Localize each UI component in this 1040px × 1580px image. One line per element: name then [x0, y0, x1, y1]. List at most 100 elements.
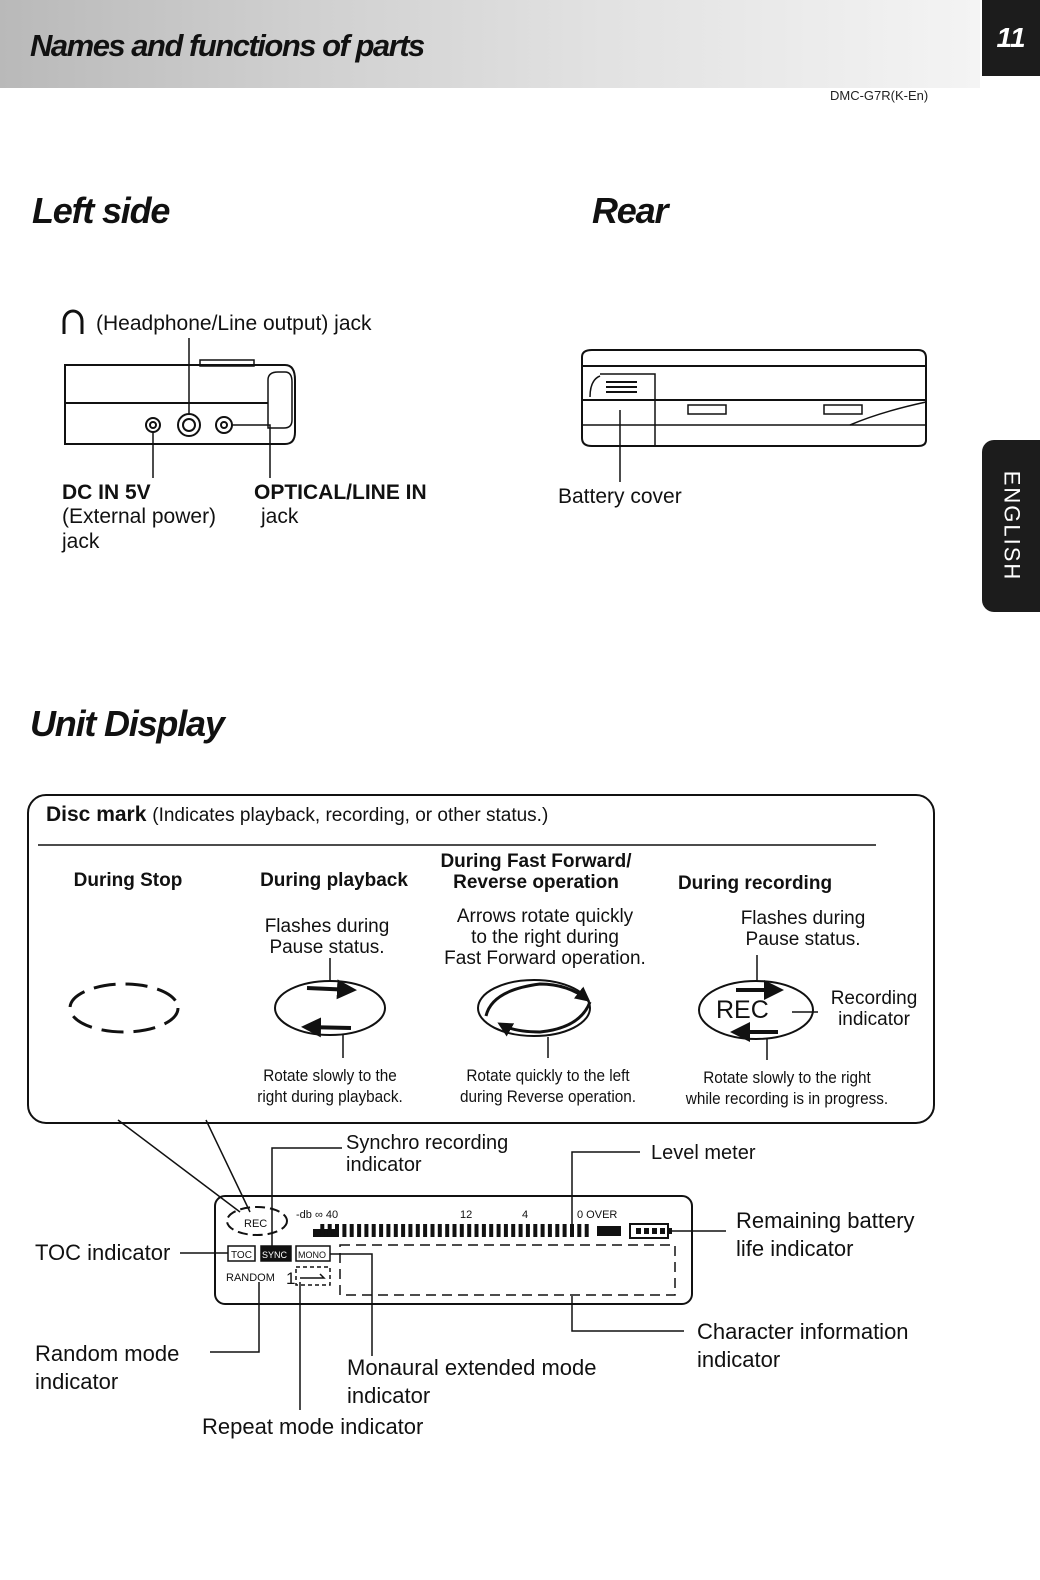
monaural-mode-label: Monaural extended mode indicator: [347, 1355, 597, 1408]
level-meter-segment: [437, 1224, 442, 1237]
level-meter-bars: [313, 1224, 621, 1237]
level-meter-segment: [511, 1224, 516, 1237]
level-meter-segment: [481, 1224, 486, 1237]
lcd-disc-mark: [226, 1206, 288, 1236]
synchro-label: Synchro recording indicator: [346, 1132, 509, 1176]
level-meter-segment: [584, 1224, 589, 1237]
level-meter-segment: [570, 1224, 574, 1237]
level-meter-segment: [459, 1224, 464, 1237]
lcd-over: 0 OVER: [577, 1209, 617, 1221]
level-meter-segment: [386, 1224, 391, 1237]
level-meter-segment: [423, 1224, 428, 1237]
level-meter-segment: [320, 1224, 325, 1237]
col-stop-heading: During Stop: [73, 870, 183, 891]
left-side-title: Left side: [32, 190, 170, 231]
page-number: 11: [982, 0, 1040, 76]
col-recording-caption: Rotate slowly to the right while recordi…: [685, 1068, 889, 1108]
lcd-tick-4: 4: [522, 1209, 528, 1221]
level-meter-segment: [562, 1224, 567, 1237]
recording-indicator-label: Recording indicator: [830, 988, 918, 1030]
disc-mark-panel: [27, 794, 935, 1124]
level-meter-segment: [349, 1224, 354, 1237]
level-meter-segment: [452, 1224, 457, 1237]
level-meter-segment: [335, 1224, 339, 1237]
lcd-frame: [214, 1195, 693, 1305]
level-meter-over-segment: [597, 1226, 621, 1236]
level-meter-segment: [313, 1229, 337, 1237]
unit-display-title: Unit Display: [30, 703, 225, 744]
level-meter-segment: [533, 1224, 538, 1237]
lcd-random: RANDOM: [226, 1272, 275, 1284]
disc-mark-stop: [68, 982, 180, 1034]
repeat-icon: [300, 1273, 326, 1279]
disc-mark-recording: [698, 980, 818, 1042]
level-meter-segment: [364, 1224, 369, 1237]
repeat-box: [295, 1266, 331, 1286]
col-ff-note: Arrows rotate quickly to the right durin…: [444, 906, 646, 969]
level-meter-segment: [327, 1224, 332, 1237]
rec-mark-text: REC: [716, 996, 769, 1024]
level-meter-segment: [430, 1224, 435, 1237]
disc-mark-subtitle: (Indicates playback, recording, or other…: [152, 805, 549, 826]
lcd-toc: TOC: [231, 1250, 252, 1261]
character-info-label: Character information indicator: [697, 1319, 909, 1372]
level-meter-segment: [445, 1224, 450, 1237]
level-meter-segment: [357, 1224, 362, 1237]
col-playback-note: Flashes during Pause status.: [264, 916, 390, 958]
headphone-icon: [62, 309, 84, 334]
level-meter-segment: [379, 1224, 384, 1237]
rear-title: Rear: [592, 190, 668, 231]
level-meter-segment: [401, 1224, 406, 1237]
col-ff-heading: During Fast Forward/ Reverse operation: [440, 851, 632, 893]
level-meter-segment: [518, 1224, 523, 1237]
col-recording-note: Flashes during Pause status.: [740, 908, 866, 950]
header-band: Names and functions of parts: [0, 0, 980, 88]
level-meter-label: Level meter: [651, 1142, 756, 1164]
level-meter-segment: [415, 1224, 420, 1237]
lcd-tick-12: 12: [460, 1209, 472, 1221]
optical-in-desc: jack: [261, 505, 299, 528]
dc-in-desc: (External power) jack: [62, 505, 217, 553]
level-meter-segment: [467, 1224, 472, 1237]
disc-mark-title: Disc mark: [46, 803, 147, 826]
random-mode-label: Random mode indicator: [35, 1341, 180, 1394]
sync-box: [260, 1245, 292, 1262]
col-playback-heading: During playback: [260, 870, 408, 891]
dc-in-label: DC IN 5V: [62, 481, 151, 504]
level-meter-segment: [489, 1224, 494, 1237]
repeat-mode-label: Repeat mode indicator: [202, 1414, 424, 1439]
level-meter-segment: [577, 1224, 582, 1237]
level-meter-segment: [496, 1224, 501, 1237]
level-meter-segment: [408, 1224, 413, 1237]
lcd-repeat-num: 1: [286, 1269, 295, 1288]
toc-indicator-label: TOC indicator: [35, 1240, 171, 1265]
level-meter-segment: [547, 1224, 552, 1237]
level-meter-segment: [555, 1224, 560, 1237]
level-meter-segment: [525, 1224, 530, 1237]
col-ff-caption: Rotate quickly to the left during Revers…: [459, 1066, 637, 1106]
headphone-jack-label: (Headphone/Line output) jack: [96, 312, 372, 335]
header-title: Names and functions of parts: [30, 28, 425, 63]
disc-mark-fast-forward: [477, 979, 592, 1037]
character-area: [339, 1244, 676, 1296]
optical-in-label: OPTICAL/LINE IN: [254, 481, 427, 504]
battery-cover-label: Battery cover: [558, 485, 682, 508]
battery-indicator-label: Remaining battery life indicator: [736, 1208, 915, 1261]
lcd-rec-text: REC: [244, 1218, 267, 1230]
level-meter-segment: [503, 1224, 508, 1237]
lcd-mono: MONO: [298, 1250, 326, 1260]
lcd-sync: SYNC: [262, 1250, 288, 1260]
language-tab: [982, 440, 1040, 612]
level-meter-segment: [474, 1224, 479, 1237]
rear-diagram: [581, 349, 927, 482]
level-meter-segment: [540, 1224, 545, 1237]
level-meter-segment: [371, 1224, 376, 1237]
level-meter-segment: [393, 1224, 398, 1237]
disc-mark-heading: Disc mark (Indicates playback, recording…: [46, 803, 548, 827]
lcd-db-scale: -db ∞ 40: [296, 1209, 338, 1221]
col-playback-caption: Rotate slowly to the right during playba…: [257, 1066, 403, 1106]
level-meter-segment: [342, 1224, 347, 1237]
disc-mark-playback: [274, 979, 386, 1038]
